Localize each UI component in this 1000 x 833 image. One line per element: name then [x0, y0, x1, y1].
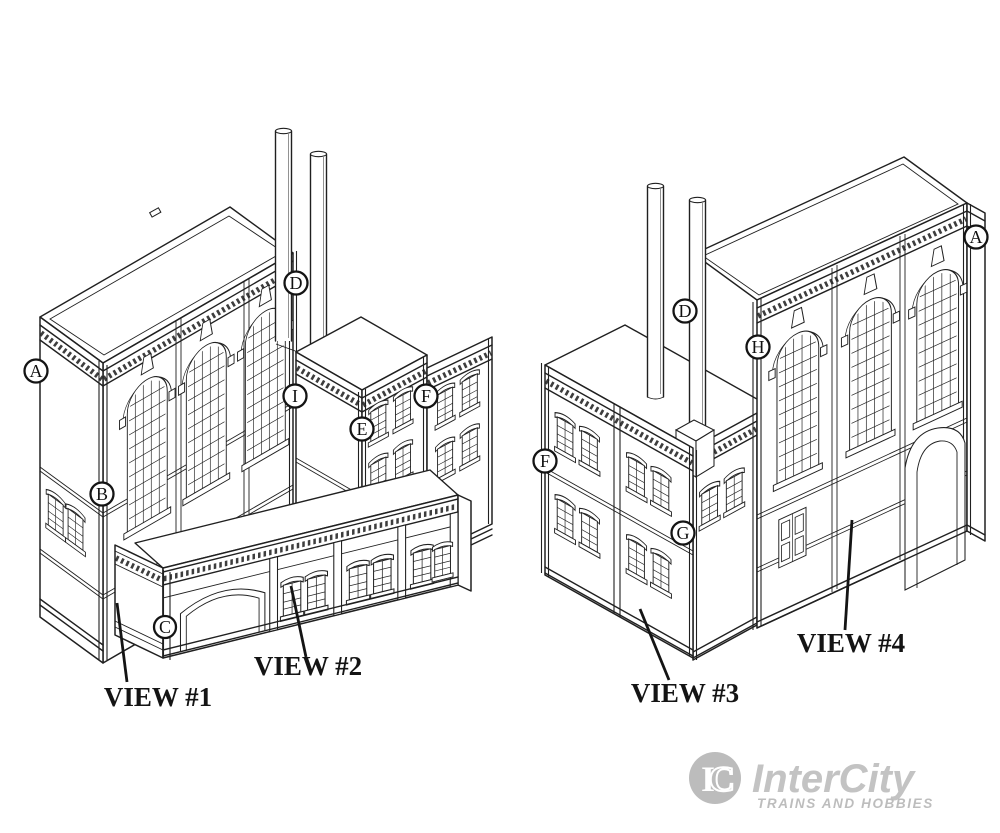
- view-annotations: VIEW #1 VIEW #2 VIEW #3 VIEW #4: [104, 519, 905, 712]
- svg-text:B: B: [96, 484, 108, 504]
- svg-text:G: G: [677, 523, 690, 543]
- watermark-logo: I C InterCity TRAINS AND HOBBIES: [689, 752, 934, 811]
- svg-text:F: F: [540, 451, 550, 471]
- boiler-annex: [540, 363, 698, 660]
- main-block: [693, 156, 986, 630]
- leader-line: [289, 585, 308, 658]
- view-label-3: VIEW #3: [631, 678, 739, 708]
- svg-text:D: D: [290, 273, 303, 293]
- callout-marker-d: D: [283, 270, 309, 296]
- front-annex: [114, 469, 472, 660]
- callout-marker-h: H: [745, 334, 771, 360]
- leader-line: [115, 602, 129, 683]
- view-label-4: VIEW #4: [797, 628, 905, 658]
- smokestacks: [274, 127, 328, 358]
- svg-text:C: C: [159, 617, 171, 637]
- svg-text:H: H: [752, 337, 765, 357]
- part-callouts-right: F G D H A: [532, 224, 989, 546]
- callout-marker-d2: D: [672, 298, 698, 324]
- leader-line: [638, 608, 671, 681]
- part-callouts-left: A B C D I E F: [23, 270, 439, 640]
- callout-marker-a2: A: [963, 224, 989, 250]
- front-annex-face: [162, 498, 459, 657]
- logo-badge: [689, 752, 741, 804]
- callout-marker-i: I: [282, 383, 308, 409]
- view-label-1: VIEW #1: [104, 682, 212, 712]
- svg-text:F: F: [421, 386, 431, 406]
- svg-text:A: A: [970, 227, 983, 247]
- view-label-2: VIEW #2: [254, 651, 362, 681]
- callout-marker-b: B: [89, 481, 115, 507]
- svg-text:I: I: [292, 386, 298, 406]
- archway: [904, 427, 966, 591]
- callout-marker-g: G: [670, 520, 696, 546]
- svg-text:A: A: [30, 361, 43, 381]
- logo-monogram-i: I: [701, 759, 715, 799]
- svg-text:E: E: [357, 419, 368, 439]
- leader-line: [843, 519, 854, 631]
- left-building-drawing: [39, 127, 493, 664]
- logo-wordmark: InterCity: [752, 757, 916, 801]
- callout-marker-a: A: [23, 358, 49, 384]
- callout-marker-f: F: [413, 383, 439, 409]
- right-building-drawing: [540, 156, 986, 661]
- callout-marker-c: C: [152, 614, 178, 640]
- callout-marker-f2: F: [532, 448, 558, 474]
- callout-marker-e: E: [349, 416, 375, 442]
- logo-monogram-c: C: [709, 759, 735, 799]
- svg-text:D: D: [679, 301, 692, 321]
- logo-tagline: TRAINS AND HOBBIES: [757, 796, 934, 811]
